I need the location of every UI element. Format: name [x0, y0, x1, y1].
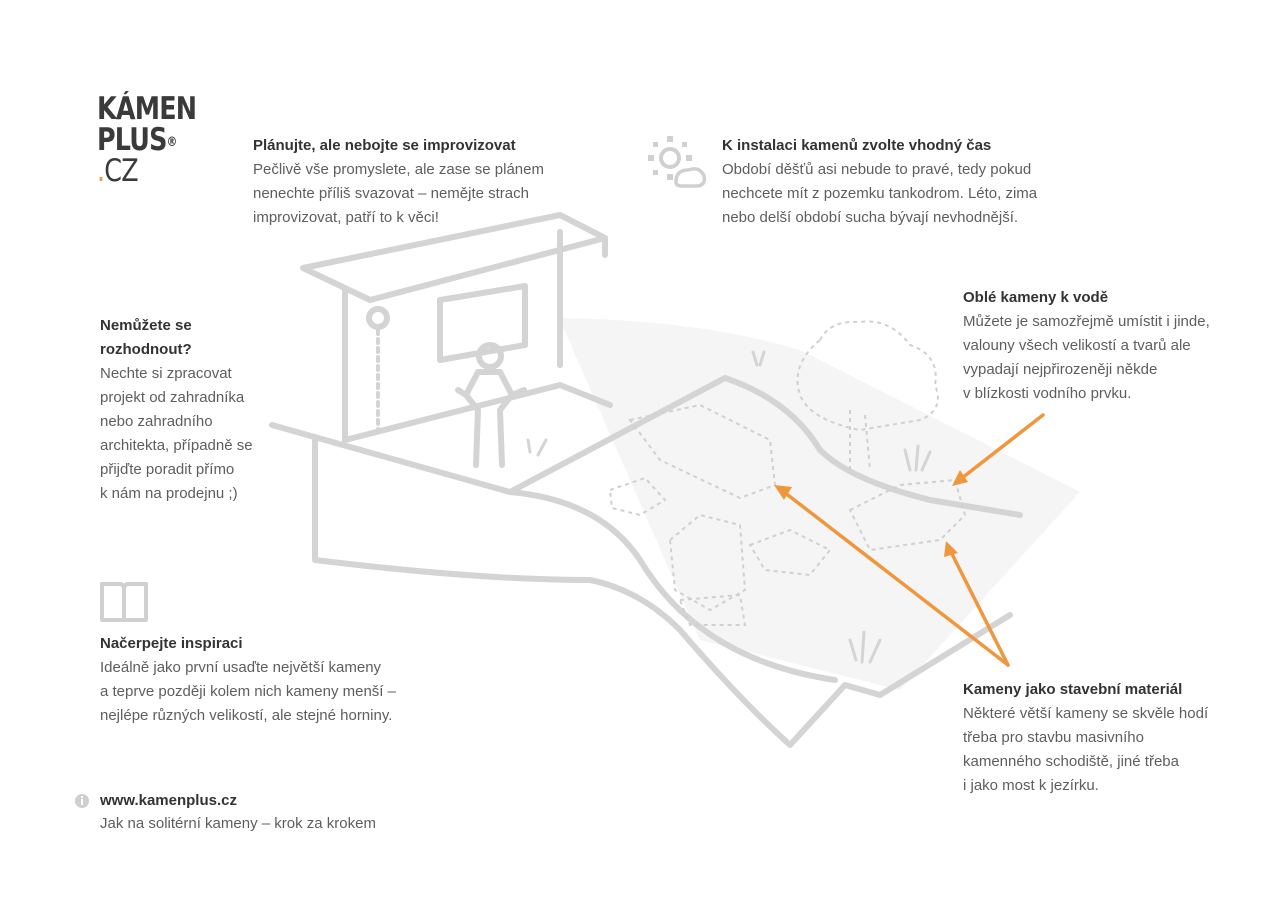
window — [437, 283, 528, 363]
tip-title: K instalaci kamenů zvolte vhodný čas — [722, 137, 992, 154]
tip-body: Nechte si zpracovat projekt od zahradník… — [100, 365, 253, 502]
tip-time: K instalaci kamenů zvolte vhodný čas Obd… — [722, 134, 1037, 230]
tip-decide: Nemůžete se rozhodnout? Nechte si zpraco… — [100, 314, 253, 506]
website-link[interactable]: www.kamenplus.cz — [100, 792, 237, 809]
rock — [668, 513, 747, 612]
arrow-building-2 — [949, 550, 1010, 667]
tip-body: Ideálně jako první usaďte největší kamen… — [100, 659, 396, 724]
tip-plan: Plánujte, ale nebojte se improvizovat Pe… — [253, 134, 544, 230]
tip-water: Oblé kameny k vodě Můžete je samozřejmě … — [963, 286, 1210, 406]
tip-title: Nemůžete se rozhodnout? — [100, 317, 192, 358]
tip-inspire: Načerpejte inspiraci Ideálně jako první … — [100, 632, 396, 728]
tip-body: Pečlivě vše promyslete, ale zase se plán… — [253, 161, 544, 226]
info-icon — [75, 794, 89, 808]
terrace-edge — [269, 375, 1023, 518]
rock — [748, 528, 832, 577]
rock — [628, 403, 777, 500]
arrow-water — [960, 413, 1045, 480]
book-icon — [100, 582, 148, 622]
logo: KÁMEN PLUS® .CZ — [97, 91, 197, 189]
tip-body: Období děšťů asi nebude to pravé, tedy p… — [722, 161, 1038, 226]
tip-body: Některé větší kameny se skvěle hodí třeb… — [963, 705, 1209, 794]
person-body — [455, 369, 527, 468]
footer: www.kamenplus.cz Jak na solitérní kameny… — [100, 789, 376, 835]
tip-title: Oblé kameny k vodě — [963, 289, 1109, 306]
tip-body: Můžete je samozřejmě umístit i jinde, va… — [963, 313, 1210, 402]
person-head — [476, 342, 504, 370]
arrow-building-1 — [782, 490, 1010, 667]
tip-title: Plánujte, ale nebojte se improvizovat — [253, 137, 516, 154]
rock — [608, 476, 667, 517]
tip-building: Kameny jako stavební materiál Některé vě… — [963, 678, 1208, 798]
sun-cloud-icon — [648, 136, 707, 188]
ground-area — [560, 318, 1080, 690]
tip-title: Kameny jako stavební materiál — [963, 681, 1183, 698]
footer-subtitle: Jak na solitérní kameny – krok za krokem — [100, 815, 376, 832]
terrace-front — [312, 437, 1013, 748]
tip-title: Načerpejte inspiraci — [100, 635, 243, 652]
rock — [848, 478, 967, 552]
